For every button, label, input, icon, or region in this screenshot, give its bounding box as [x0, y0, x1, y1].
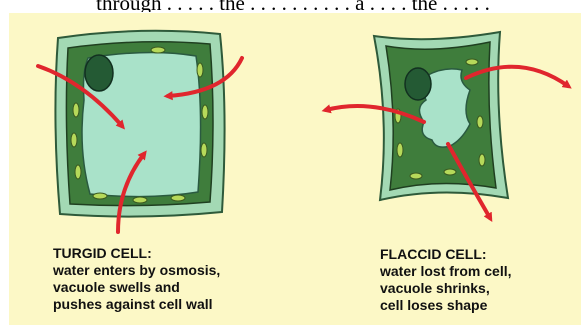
chloroplast	[171, 195, 185, 201]
chloroplast	[133, 197, 147, 203]
chloroplast	[202, 105, 208, 119]
chloroplast	[75, 165, 81, 179]
flaccid-caption-line: water lost from cell,	[380, 263, 511, 280]
flaccid-cell	[326, 32, 568, 218]
turgid-caption-line: water enters by osmosis,	[53, 262, 220, 279]
chloroplast	[444, 169, 456, 175]
chloroplast	[197, 63, 203, 77]
flaccid-caption-line: vacuole shrinks,	[380, 280, 511, 297]
flaccid-caption-title: FLACCID CELL:	[380, 246, 511, 263]
chloroplast	[479, 154, 485, 166]
chloroplast	[73, 103, 79, 117]
flaccid-caption-line: cell loses shape	[380, 297, 511, 314]
chloroplast	[201, 143, 207, 157]
chloroplast	[151, 47, 165, 53]
chloroplast	[93, 193, 107, 199]
turgid-cell-caption: TURGID CELL: water enters by osmosis, va…	[53, 245, 220, 313]
chloroplast	[466, 59, 478, 65]
turgid-caption-line: vacuole swells and	[53, 279, 220, 296]
chloroplast	[71, 133, 77, 147]
chloroplast	[410, 173, 422, 179]
turgid-caption-title: TURGID CELL:	[53, 245, 220, 262]
chloroplast	[477, 116, 483, 128]
turgid-nucleus	[85, 55, 113, 91]
chloroplast	[397, 143, 403, 157]
flaccid-nucleus	[405, 68, 431, 100]
turgid-caption-line: pushes against cell wall	[53, 296, 220, 313]
turgid-cell	[38, 31, 242, 232]
flaccid-cell-caption: FLACCID CELL: water lost from cell, vacu…	[380, 246, 511, 314]
